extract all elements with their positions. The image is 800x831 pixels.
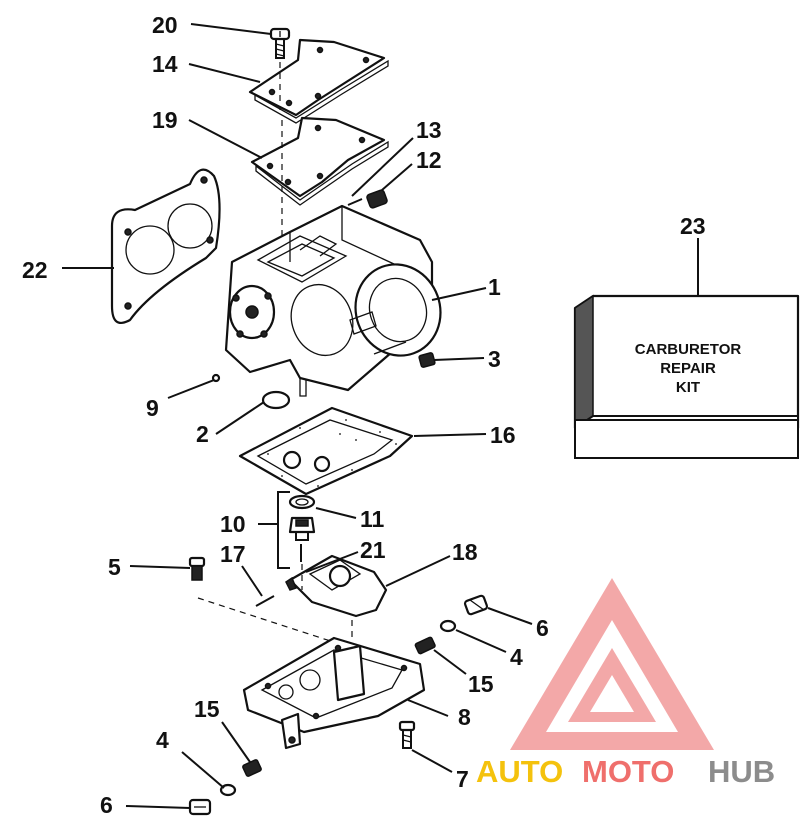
part-4-washer-upper: [439, 619, 457, 633]
callout-23: 23: [680, 213, 706, 239]
callout-15-lower: 15: [194, 696, 220, 722]
part-9-ball: [211, 373, 221, 383]
watermark-hub: HUB: [708, 754, 775, 789]
part-10-needle-valve: [288, 516, 316, 562]
callout-7: 7: [456, 766, 469, 792]
part-23-repair-kit: CARBURETOR REPAIR KIT: [573, 294, 800, 459]
callout-16: 16: [490, 422, 516, 448]
leader-lines: [62, 23, 699, 809]
callout-17: 17: [220, 541, 246, 567]
callout-6-upper: 6: [536, 615, 549, 641]
part-13-pin: [347, 198, 363, 206]
part-15-jet-lower: [242, 759, 262, 777]
part-2-disc: [261, 390, 291, 410]
callout-2: 2: [196, 421, 209, 447]
part-1-carburetor-body: [224, 204, 442, 397]
callout-9: 9: [146, 395, 159, 421]
callout-labels: 20 14 19 13 12 22 1 3 9 2 16 10 11 21 5 …: [22, 12, 706, 818]
kit-label-line1: CARBURETOR: [635, 341, 742, 358]
kit-label-line3: KIT: [676, 379, 700, 396]
part-16-bowl-gasket: [238, 406, 414, 496]
watermark-auto: AUTO: [476, 754, 563, 789]
callout-1: 1: [488, 274, 501, 300]
callout-11: 11: [360, 506, 385, 532]
callout-4-upper: 4: [510, 644, 523, 670]
watermark-moto: MOTO: [582, 754, 674, 789]
part-7-screw: [398, 720, 416, 749]
callout-14: 14: [152, 51, 178, 77]
kit-label-line2: REPAIR: [660, 360, 716, 377]
callout-21: 21: [360, 537, 386, 563]
callout-20: 20: [152, 12, 178, 38]
part-17-float-pin: [255, 595, 275, 607]
part-11-o-ring: [288, 494, 316, 510]
part-6-plug-lower: [188, 798, 212, 816]
part-20-screw: [269, 27, 291, 59]
callout-6-lower: 6: [100, 792, 113, 818]
part-19-gasket: [250, 116, 389, 206]
callout-12: 12: [416, 147, 442, 173]
part-14-cover-plate: [248, 38, 389, 124]
callout-19: 19: [152, 107, 178, 133]
part-15-jet-upper: [414, 636, 436, 655]
part-12-plug: [366, 189, 388, 209]
part-22-flange-gasket: [110, 168, 221, 324]
callout-8: 8: [458, 704, 471, 730]
callout-5: 5: [108, 554, 121, 580]
watermark-logo: [510, 578, 714, 750]
part-6-plug-upper: [463, 594, 489, 616]
callout-3: 3: [488, 346, 501, 372]
callout-15-upper: 15: [468, 671, 494, 697]
callout-18: 18: [452, 539, 478, 565]
part-5-screw: [188, 556, 206, 581]
callout-13: 13: [416, 117, 442, 143]
watermark-text: AUTO MOTO HUB: [476, 754, 775, 789]
part-4-washer-lower: [219, 783, 237, 797]
part-8-float-bowl: [242, 636, 426, 750]
part-18-float: [285, 554, 388, 618]
callout-10: 10: [220, 511, 246, 537]
part-3-jet: [418, 352, 436, 368]
callout-4-lower: 4: [156, 727, 169, 753]
callout-22: 22: [22, 257, 48, 283]
